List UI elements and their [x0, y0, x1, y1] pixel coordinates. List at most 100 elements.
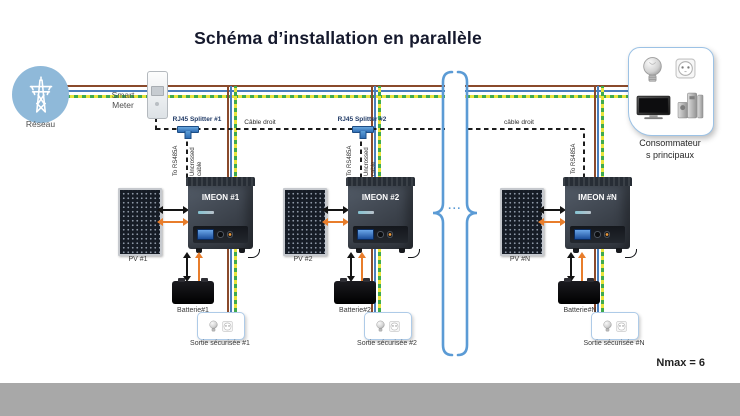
rj45-splitter-2-label: RJ45 Splitter #2 [337, 116, 387, 123]
inverter-1: IMEON #1 [186, 177, 260, 258]
unit2-uncrossed-vlabel: Uncrossed cable [364, 147, 377, 176]
inverter-cap [563, 177, 632, 186]
unit1-rs485-drop [186, 137, 188, 178]
knob-orange-icon [386, 231, 393, 238]
rj45-splitter-1-icon [177, 126, 199, 133]
unit1-batt-arrow-black [182, 252, 192, 282]
inverter-n-name: IMEON #N [578, 193, 617, 202]
secure-output-label-2: Sortie sécurisée #2 [357, 340, 417, 347]
consumers-label-line2: s principaux [645, 149, 695, 160]
unit2-pv-arrow-black [322, 205, 349, 215]
inverter-display [193, 226, 248, 243]
unit2-rs485-vlabel: To RS485A [347, 145, 353, 176]
unitN-rs485-vlabel: To RS485A [571, 143, 577, 174]
ac-bus-wire-brown [66, 85, 705, 87]
secure-output-label-1: Sortie sécurisée #1 [190, 340, 250, 347]
page-title: Schéma d’installation en parallèle [194, 28, 482, 48]
rj45-splitter-2-icon [352, 126, 374, 133]
secure-output-box-2 [364, 312, 412, 340]
knob-icon [217, 231, 224, 238]
ellipsis-label: ... [448, 200, 462, 212]
inverter-body: IMEON #1 [188, 186, 253, 249]
pv-panel-1 [118, 188, 162, 256]
unit1-batt-arrow-orange [194, 252, 204, 287]
inverter-display [353, 226, 408, 243]
inverter-cable-hook [625, 249, 637, 258]
appliances-icon [677, 92, 704, 119]
unitN-rs485-drop [583, 129, 585, 178]
secure-output-label-n: Sortie sécurisée #N [583, 340, 645, 347]
knob-orange-icon [226, 231, 233, 238]
ac-bus-wire-ground [66, 95, 705, 98]
outlet-icon [222, 320, 233, 332]
unit1-pv-arrow-black [157, 205, 189, 215]
outlet-icon [675, 58, 696, 79]
unit2-rs485-drop [360, 137, 362, 178]
consumers-label-line1: Consommateur [639, 138, 701, 148]
knob-orange-icon [603, 231, 610, 238]
unitN-batt-arrow-orange [577, 252, 587, 287]
unitN-batt-arrow-black [566, 252, 576, 282]
imeon-logo-mark [575, 211, 591, 214]
knob-icon [594, 231, 601, 238]
pv-panel-2 [283, 188, 327, 256]
footer-bar [0, 383, 740, 416]
inverter-body: IMEON #N [565, 186, 630, 249]
cable-droit-label-1: Câble droit [244, 119, 276, 126]
lcd-screen [357, 229, 374, 240]
meter-data-cable [155, 116, 157, 130]
grid-label: Réseau [25, 119, 56, 129]
pv-label-n: PV #N [509, 256, 531, 263]
bulb-icon [603, 320, 612, 331]
secure-output-box-n [591, 312, 639, 340]
tv-icon [636, 95, 671, 120]
unit1-rs485-vlabel: To RS485A [173, 145, 179, 176]
outlet-icon [389, 320, 400, 332]
smart-meter-label: Smart Meter [111, 90, 135, 110]
knob-icon [377, 231, 384, 238]
unit1-pv-arrow-orange [157, 217, 189, 227]
battery-n [558, 278, 600, 304]
ac-bus-wire-blue [66, 90, 705, 92]
secure-output-box-1 [197, 312, 245, 340]
battery-2 [334, 278, 376, 304]
left-brace [432, 70, 454, 357]
inverter-display [570, 226, 625, 243]
unit2-pv-arrow-orange [322, 217, 349, 227]
consumers-label: Consommateur s principaux [606, 138, 734, 161]
imeon-logo-mark [358, 211, 374, 214]
inverter-cap [186, 177, 255, 186]
unit1-uncrossed-vlabel: Uncrossed cable [190, 147, 203, 176]
unitN-pv-arrow-black [538, 205, 566, 215]
imeon-logo-mark [198, 211, 214, 214]
inverter-feet [196, 248, 245, 253]
battery-1 [172, 278, 214, 304]
main-consumers-box [628, 47, 714, 136]
rj45-splitter-1-label: RJ45 Splitter #1 [172, 116, 222, 123]
right-brace [456, 70, 478, 357]
inverter-cap [346, 177, 415, 186]
break-braces [432, 70, 478, 357]
inverter-2-name: IMEON #2 [361, 193, 400, 202]
lcd-screen [574, 229, 591, 240]
unit2-batt-arrow-black [346, 252, 356, 282]
lcd-screen [197, 229, 214, 240]
outlet-icon [616, 320, 627, 332]
inverter-1-name: IMEON #1 [201, 193, 240, 202]
inverter-feet [573, 248, 622, 253]
inverter-body: IMEON #2 [348, 186, 413, 249]
inverter-2: IMEON #2 [346, 177, 420, 258]
pv-label-2: PV #2 [293, 256, 313, 263]
grid-circle [12, 66, 69, 123]
cable-droit-label-2: câble droit [504, 119, 534, 126]
pv-label-1: PV #1 [128, 256, 148, 263]
inverter-n: IMEON #N [563, 177, 637, 258]
smart-meter-icon [147, 71, 168, 119]
bulb-icon [376, 320, 385, 331]
battery-label-2: Batterie#2 [339, 307, 371, 314]
transmission-tower-icon [29, 75, 52, 113]
nmax-label: Nmax = 6 [656, 357, 705, 369]
bulb-icon [209, 320, 218, 331]
bulb-icon [643, 57, 662, 82]
